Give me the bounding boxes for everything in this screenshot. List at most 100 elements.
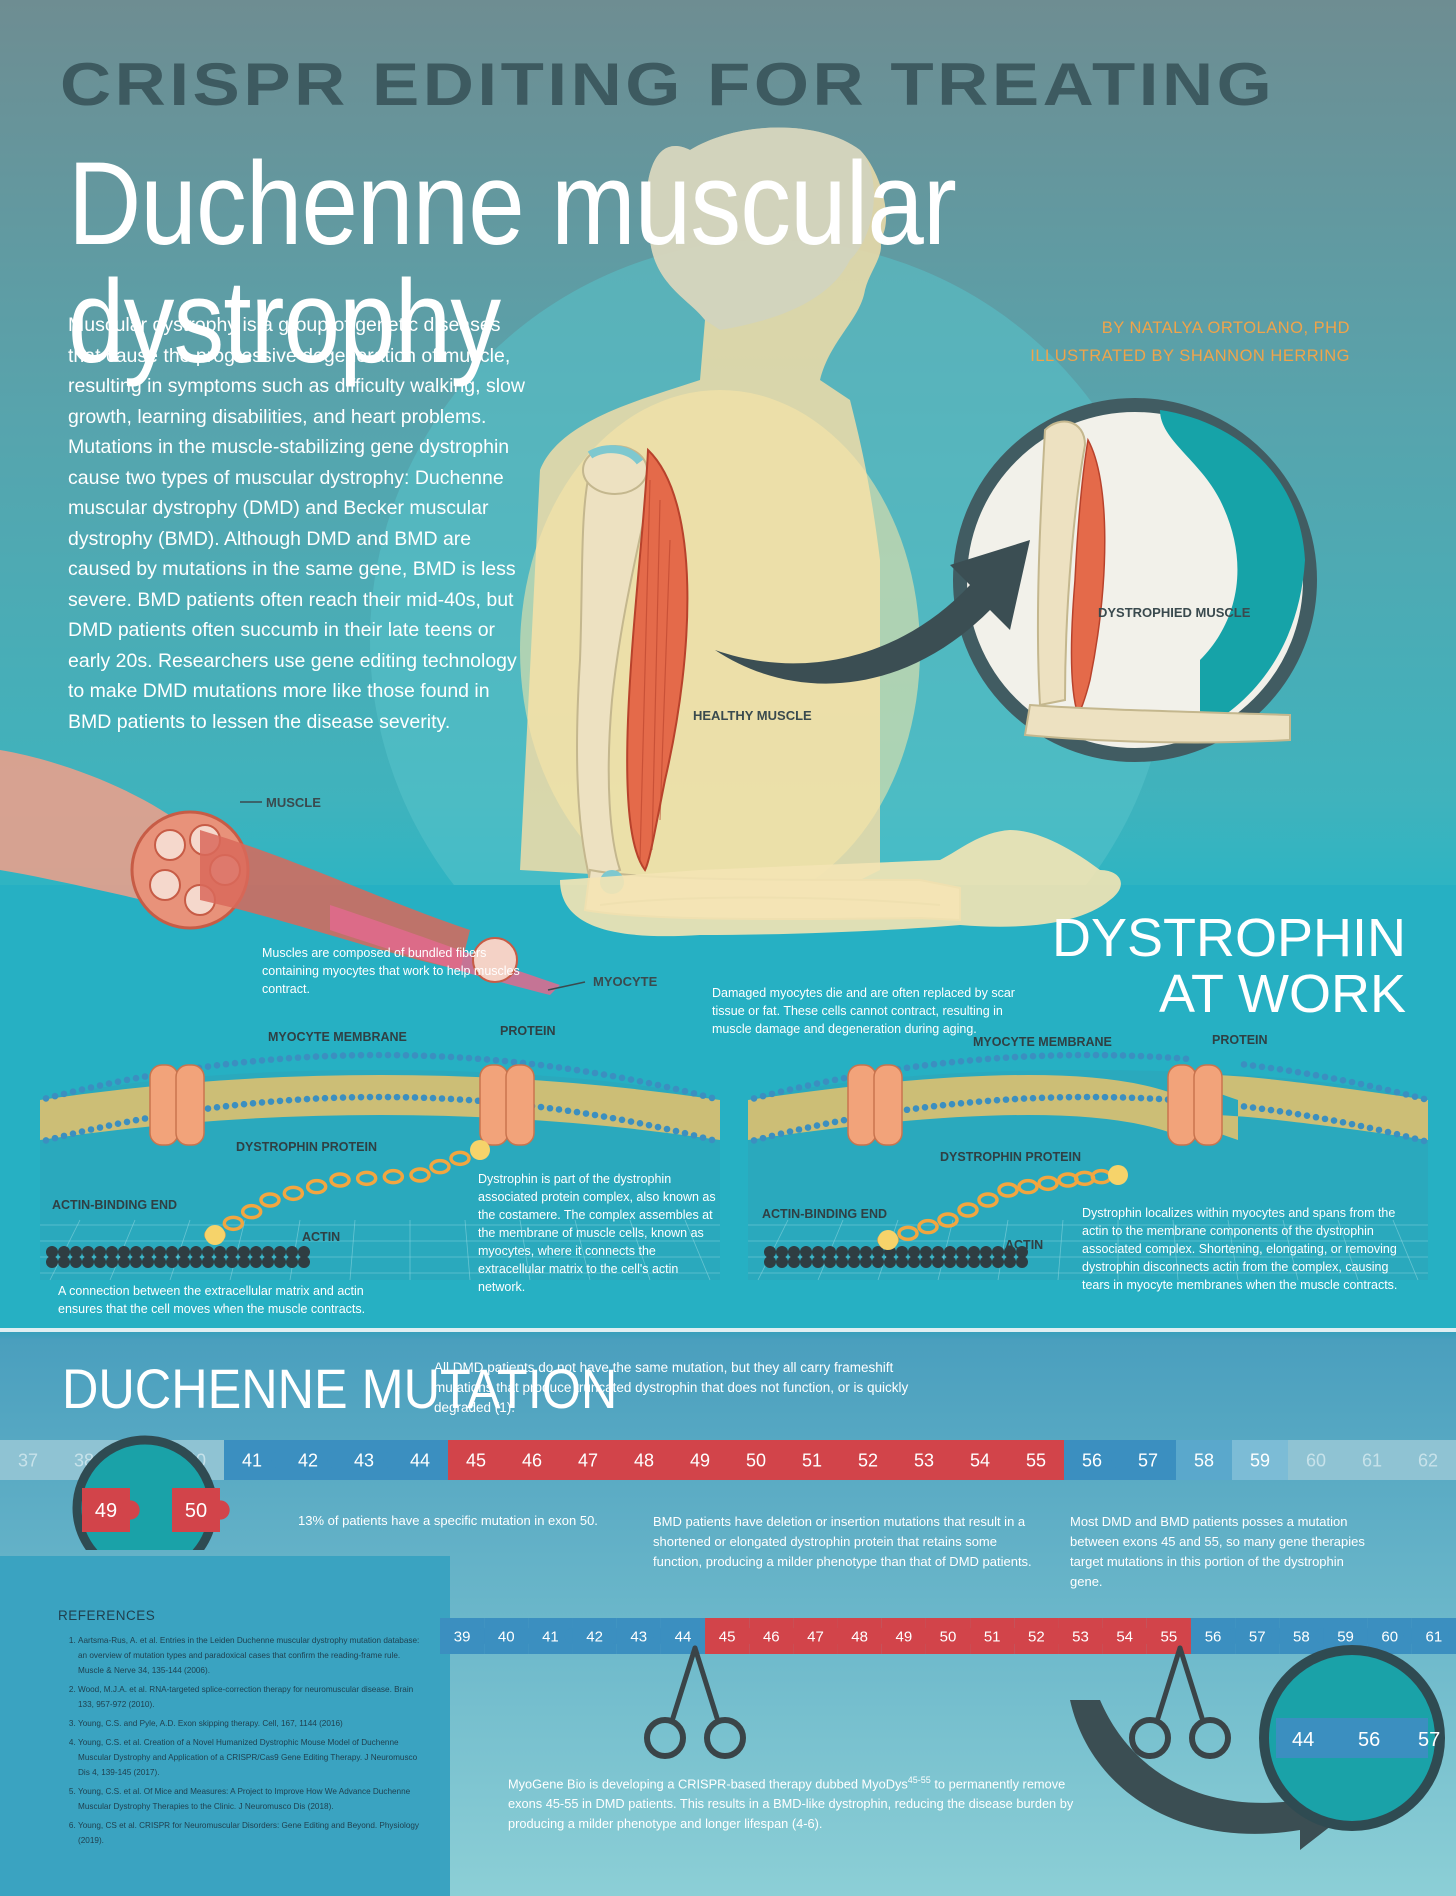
actin-bead — [812, 1256, 824, 1268]
exon-number: 55 — [1161, 1628, 1178, 1645]
exon-piece: 54 — [952, 1440, 1017, 1480]
exon-piece: 56 — [1064, 1440, 1129, 1480]
actin-bead — [118, 1246, 130, 1258]
actin-bead — [250, 1256, 262, 1268]
dystrophin-link — [429, 1158, 451, 1175]
exon-number: 57 — [1249, 1628, 1266, 1645]
actin-bead — [776, 1256, 788, 1268]
exon-number: 52 — [858, 1450, 878, 1470]
exon-number: 57 — [1138, 1450, 1158, 1470]
zoom-forearm — [1023, 703, 1291, 744]
dystrophin-link — [329, 1172, 351, 1188]
title-top: CRISPR EDITING FOR TREATING — [60, 51, 1276, 118]
actin-bead — [908, 1256, 920, 1268]
exon-block — [1064, 1440, 1120, 1480]
dystrophin-link — [937, 1212, 959, 1228]
dystrophin-at-work-heading: DYSTROPHIN AT WORK — [1052, 910, 1406, 1022]
exon-piece: 52 — [840, 1440, 905, 1480]
actin-bead — [82, 1246, 94, 1258]
actin-bead — [1016, 1246, 1028, 1258]
membrane-protein — [479, 1064, 509, 1146]
actin-bead — [836, 1256, 848, 1268]
dystrophin-anchor — [470, 1140, 490, 1160]
exon-piece: 61 — [1411, 1618, 1456, 1654]
exon-piece: 51 — [784, 1440, 849, 1480]
exon-number: 58 — [1194, 1450, 1214, 1470]
exon-number: 60 — [1381, 1628, 1398, 1645]
actin-bead — [70, 1246, 82, 1258]
actin-binding-end — [878, 1230, 898, 1250]
actin-bead — [956, 1246, 968, 1258]
membrane-protein — [175, 1064, 205, 1146]
exon-piece: 44 — [660, 1618, 713, 1654]
exon-number: 61 — [1426, 1628, 1443, 1645]
exon-number: 49 — [690, 1450, 710, 1470]
exon-block — [336, 1440, 392, 1480]
references-heading: REFERENCES — [58, 1608, 156, 1623]
actin-bead — [980, 1246, 992, 1258]
exon-number: 54 — [1116, 1628, 1133, 1645]
actin-bead — [836, 1246, 848, 1258]
actin-bead — [274, 1256, 286, 1268]
exon-piece: 37 — [0, 1440, 65, 1480]
exon-number: 53 — [914, 1450, 934, 1470]
actin-bead — [884, 1256, 896, 1268]
byline: BY NATALYA ORTOLANO, PHD ILLUSTRATED BY … — [1030, 314, 1350, 370]
exon-piece: 50 — [172, 1488, 230, 1532]
exon-number: 58 — [1293, 1628, 1310, 1645]
exon-block — [448, 1440, 504, 1480]
reference-item: Wood, M.J.A. et al. RNA-targeted splice-… — [78, 1682, 422, 1712]
exon-number: 59 — [1250, 1450, 1270, 1470]
exon-number: 53 — [1072, 1628, 1089, 1645]
dystrophin-link — [222, 1215, 245, 1232]
exon-piece: 47 — [560, 1440, 625, 1480]
actin-bead — [94, 1256, 106, 1268]
membrane-protein — [149, 1064, 179, 1146]
result-arrow — [1070, 1700, 1345, 1850]
membrane-bilayer — [40, 1075, 720, 1140]
actin-bead — [166, 1256, 178, 1268]
actin-bead — [896, 1256, 908, 1268]
exon-piece: 50 — [728, 1440, 793, 1480]
exon-tab — [210, 1500, 230, 1520]
exon-piece: 43 — [336, 1440, 401, 1480]
exon-number: 41 — [242, 1450, 262, 1470]
exon-number: 48 — [634, 1450, 654, 1470]
actin-binding-end — [205, 1225, 225, 1245]
actin-bead — [764, 1246, 776, 1258]
left-actin-label: ACTIN — [302, 1230, 341, 1244]
actin-bead — [214, 1246, 226, 1258]
right-actin-label: ACTIN — [1005, 1238, 1044, 1252]
actin-bead — [70, 1256, 82, 1268]
exon-number: 49 — [95, 1500, 117, 1522]
mutation-heading: DUCHENNE MUTATION — [62, 1357, 618, 1420]
actin-bead — [226, 1246, 238, 1258]
exon-piece: 52 — [1014, 1618, 1067, 1654]
actin-bead — [932, 1246, 944, 1258]
exon-number: 46 — [763, 1628, 780, 1645]
actin-bead — [860, 1246, 872, 1258]
actin-bead — [46, 1246, 58, 1258]
actin-bead — [58, 1246, 70, 1258]
actin-bead — [932, 1256, 944, 1268]
actin-bead — [202, 1256, 214, 1268]
actin-bead — [166, 1246, 178, 1258]
exon-block — [784, 1440, 840, 1480]
exon-number: 50 — [746, 1450, 766, 1470]
result-exon-number: 57 — [1418, 1729, 1440, 1751]
left-protein-label: PROTEIN — [500, 1024, 556, 1038]
left-connection-caption: A connection between the extracellular m… — [58, 1284, 366, 1316]
membrane-protein — [1193, 1064, 1223, 1146]
exon-number: 45 — [466, 1450, 486, 1470]
actin-bead — [944, 1246, 956, 1258]
title-main: Duchenne muscular dystrophy — [68, 138, 957, 388]
actin-bead — [274, 1246, 286, 1258]
byline-illustrator: ILLUSTRATED BY SHANNON HERRING — [1030, 347, 1350, 365]
actin-bead — [130, 1246, 142, 1258]
dystrophin-link — [449, 1150, 471, 1167]
zoom-humerus — [1036, 420, 1087, 707]
note-hotspot: Most DMD and BMD patients posses a mutat… — [1070, 1514, 1365, 1589]
dystrophin-link — [1037, 1175, 1059, 1192]
exon-block — [1288, 1440, 1344, 1480]
